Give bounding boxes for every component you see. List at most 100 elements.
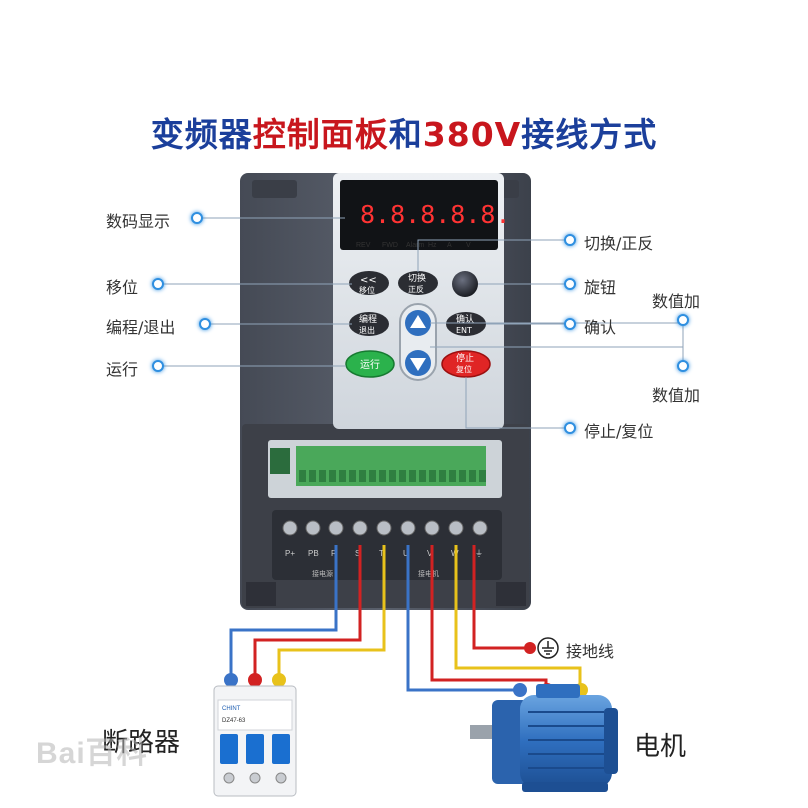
ground-icon	[537, 637, 559, 659]
callout-dot	[564, 234, 576, 246]
terminal-label: V	[427, 549, 433, 558]
terminal-screw	[400, 520, 416, 536]
enter-button-label: 确认	[456, 313, 474, 325]
control-terminal-pin	[419, 470, 426, 482]
terminal-screw	[352, 520, 368, 536]
callout-display: 数码显示	[106, 212, 171, 231]
callout-knob: 旋钮	[584, 278, 617, 297]
callout-dot	[199, 318, 211, 330]
control-terminal-pin	[469, 470, 476, 482]
callout-shift: 移位	[106, 278, 139, 297]
knob[interactable]	[452, 271, 478, 297]
program-button-label: 编程	[359, 313, 377, 325]
control-terminal-pin	[449, 470, 456, 482]
control-terminal-pin	[319, 470, 326, 482]
enter-button[interactable]: 确认 ENT	[446, 312, 486, 336]
terminal-group-label-power: 接电源	[312, 569, 333, 578]
control-terminal-pin	[329, 470, 336, 482]
ground-label: 接地线	[566, 642, 615, 661]
wire-ground	[472, 545, 528, 650]
stop-button-label-2: 复位	[456, 364, 472, 374]
callout-up: 数值加	[652, 292, 701, 311]
terminal-screw	[376, 520, 392, 536]
shift-symbol: <<	[360, 275, 377, 286]
callout-dot	[564, 318, 576, 330]
control-terminal-pin	[299, 470, 306, 482]
terminal-label: ⏚	[475, 549, 483, 558]
down-button[interactable]	[405, 350, 431, 376]
page-title: 变频器控制面板和380V接线方式	[0, 108, 808, 156]
callout-dot	[152, 360, 164, 372]
led-v: V	[466, 242, 471, 249]
control-terminal-pin	[459, 470, 466, 482]
control-terminal-pin	[439, 470, 446, 482]
control-terminal-pin	[359, 470, 366, 482]
control-board	[268, 440, 502, 498]
callout-dot	[564, 278, 576, 290]
led-display	[340, 180, 498, 250]
control-terminal-pin	[379, 470, 386, 482]
control-panel: 8.8.8.8.8. REV FWD Alarm Hz A V << 移位 切换…	[333, 173, 511, 429]
motor-label: 电机	[634, 732, 687, 762]
led-alarm: Alarm	[406, 242, 424, 249]
control-terminal-pin	[389, 470, 396, 482]
shift-button[interactable]: << 移位	[349, 271, 389, 295]
title-part-4: 380V	[422, 115, 522, 154]
switch-button[interactable]: 切换 正反	[398, 271, 438, 295]
control-terminal-pin	[349, 470, 356, 482]
callout-program: 编程/退出	[106, 318, 176, 337]
terminal-screw	[448, 520, 464, 536]
control-terminal-pin	[479, 470, 486, 482]
callout-dot	[152, 278, 164, 290]
terminal-label: PB	[308, 549, 319, 558]
title-part-1: 变频器	[150, 115, 253, 154]
up-arrow-icon	[410, 315, 426, 328]
wire-s	[253, 545, 362, 678]
wire-r	[229, 545, 338, 678]
callout-switch: 切换/正反	[584, 234, 654, 253]
stop-button-label: 停止	[456, 352, 474, 364]
enter-button-label-2: ENT	[456, 326, 472, 335]
breaker-label: 断路器	[102, 728, 181, 758]
control-terminal-pin	[339, 470, 346, 482]
control-terminal-pin	[399, 470, 406, 482]
run-button-label: 运行	[360, 358, 380, 371]
motor	[470, 684, 618, 792]
terminal-label: R	[331, 549, 337, 558]
callout-run: 运行	[106, 360, 139, 379]
wire-u	[406, 545, 518, 692]
led-a: A	[447, 242, 452, 249]
title-part-2: 控制面板	[252, 115, 389, 154]
stop-button[interactable]: 停止 复位	[441, 350, 491, 378]
program-button-label-2: 退出	[359, 325, 375, 335]
up-button[interactable]	[405, 310, 431, 336]
down-arrow-icon	[410, 358, 426, 371]
led-hz: Hz	[428, 242, 437, 249]
circuit-breaker: CHINT DZ47-63	[213, 685, 297, 797]
terminal-screw	[305, 520, 321, 536]
wire-w	[454, 545, 582, 690]
watermark: Bai百科	[36, 737, 148, 770]
display-digits: 8.8.8.8.8.	[360, 200, 511, 229]
callout-dot	[191, 212, 203, 224]
title-part-3: 和	[388, 115, 423, 154]
run-button[interactable]: 运行	[345, 350, 395, 378]
led-rev: REV	[356, 242, 371, 249]
callout-down: 数值加	[652, 386, 701, 405]
terminal-label: S	[355, 549, 360, 558]
shift-button-label: 移位	[359, 285, 375, 295]
control-terminal-pin	[369, 470, 376, 482]
callout-dot	[564, 422, 576, 434]
terminal-label: U	[403, 549, 409, 558]
led-fwd: FWD	[382, 242, 398, 249]
callout-stop: 停止/复位	[584, 422, 654, 441]
terminal-screw	[424, 520, 440, 536]
terminal-group-label-motor: 接电机	[418, 569, 439, 578]
program-button[interactable]: 编程 退出	[349, 312, 389, 336]
control-terminal-pin	[409, 470, 416, 482]
breaker-brand: CHINT	[222, 706, 241, 712]
terminal-screw	[472, 520, 488, 536]
control-terminal-pin	[429, 470, 436, 482]
